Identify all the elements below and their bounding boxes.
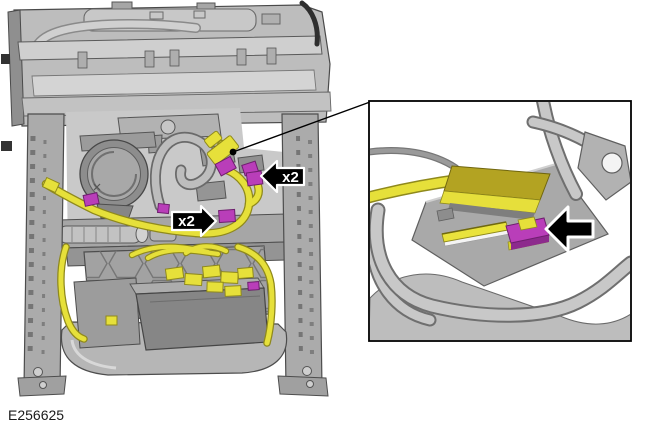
left-rail — [17, 113, 67, 397]
connector-x2-upper-target — [245, 170, 264, 187]
left-edge-clip — [1, 141, 12, 151]
side-module-box — [73, 277, 141, 349]
detail-inset — [368, 100, 632, 342]
harness-connectors-yellow — [41, 130, 254, 297]
lug-hole — [601, 152, 623, 174]
ecu-front-face — [135, 287, 269, 351]
ecu-module — [129, 277, 269, 351]
seatbelt-cable — [299, 0, 320, 47]
harness-retainer-clip — [206, 135, 240, 166]
left-edge-clip — [1, 54, 10, 64]
motor-cylinder — [57, 225, 143, 244]
figure-id-label: E256625 — [8, 407, 65, 423]
blower-motor — [79, 131, 157, 221]
leader-dot — [229, 148, 237, 156]
seat-frame-illustration — [1, 0, 332, 397]
callout-x2-upper: x2 — [259, 159, 306, 194]
leader-line — [232, 101, 371, 153]
callout-label: x2 — [282, 169, 299, 186]
connector-x2-lower-target — [218, 208, 236, 224]
callout-arrow-right-icon — [170, 204, 218, 238]
callout-label: x2 — [178, 213, 195, 230]
detail-arrow-icon — [544, 205, 595, 253]
leader — [229, 101, 371, 156]
inset-magenta-clip — [505, 216, 550, 251]
seatback-panel — [1, 0, 332, 151]
callout-x2-lower: x2 — [170, 204, 218, 238]
harness-connectors-magenta — [82, 155, 264, 291]
detail-box-border — [368, 100, 632, 342]
right-rail — [277, 113, 329, 397]
callout-arrow-left-icon — [259, 159, 306, 194]
